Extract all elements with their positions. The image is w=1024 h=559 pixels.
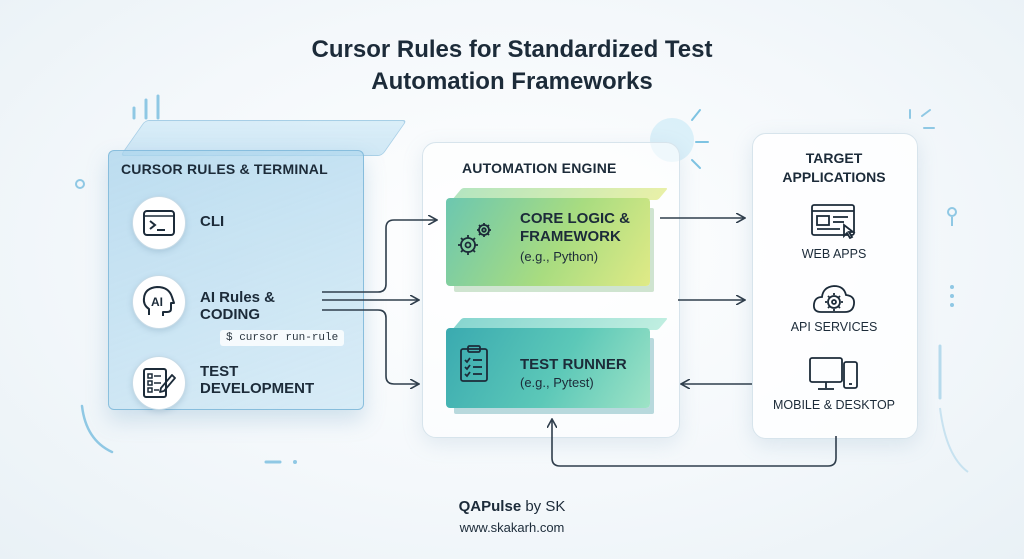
command-snippet: $ cursor run-rule	[220, 330, 345, 346]
cloud-gear-icon	[811, 282, 857, 323]
brand-name: QAPulse	[458, 498, 522, 515]
ai-rules-label: AI Rules & CODING	[200, 289, 275, 323]
api-services-label: API SERVICES	[790, 320, 878, 334]
ai-rules-label-line1: AI Rules &	[200, 289, 276, 306]
checklist-pencil-icon	[132, 356, 186, 410]
automation-engine-heading: AUTOMATION ENGINE	[462, 160, 617, 176]
gears-icon	[454, 217, 498, 266]
target-heading-line1: TARGET	[805, 150, 863, 166]
core-logic-line2: FRAMEWORK	[520, 228, 621, 245]
test-development-line1: TEST	[200, 363, 239, 380]
brand-author: by SK	[521, 498, 566, 515]
test-development-line2: DEVELOPMENT	[200, 380, 315, 397]
target-applications-heading: TARGET APPLICATIONS	[752, 149, 916, 187]
test-runner-subtitle: (e.g., Pytest)	[520, 375, 594, 390]
title-line-2: Automation Frameworks	[371, 68, 653, 95]
clipboard-icon	[458, 344, 490, 389]
footer-brand: QAPulse by SK	[0, 498, 1024, 515]
terminal-icon	[132, 196, 186, 250]
arrow-left-to-runner	[322, 309, 418, 384]
page-title: Cursor Rules for Standardized Test Autom…	[0, 34, 1024, 98]
cursor-rules-heading: CURSOR RULES & TERMINAL	[121, 161, 328, 177]
core-logic-block	[446, 198, 650, 286]
ai-head-icon: AI	[132, 275, 186, 329]
web-apps-label: WEB APPS	[801, 247, 867, 261]
test-development-label: TEST DEVELOPMENT	[200, 363, 314, 397]
monitor-phone-icon	[808, 356, 862, 399]
mobile-desktop-label: MOBILE & DESKTOP	[772, 398, 896, 412]
cli-label: CLI	[200, 213, 225, 230]
core-logic-subtitle: (e.g., Python)	[520, 249, 599, 264]
arrow-feedback-loop	[552, 420, 837, 467]
test-runner-block	[446, 328, 650, 408]
arrow-left-to-core	[322, 220, 436, 293]
footer-url[interactable]: www.skakarh.com	[459, 520, 565, 535]
target-heading-line2: APPLICATIONS	[782, 169, 886, 185]
test-runner-title: TEST RUNNER	[520, 356, 627, 373]
core-logic-line1: CORE LOGIC &	[520, 210, 631, 227]
web-browser-icon	[810, 203, 858, 244]
svg-text:AI: AI	[151, 295, 163, 309]
ai-rules-label-line2: CODING	[200, 306, 260, 323]
core-logic-title: CORE LOGIC & FRAMEWORK	[520, 210, 630, 246]
title-line-1: Cursor Rules for Standardized Test	[311, 36, 713, 63]
